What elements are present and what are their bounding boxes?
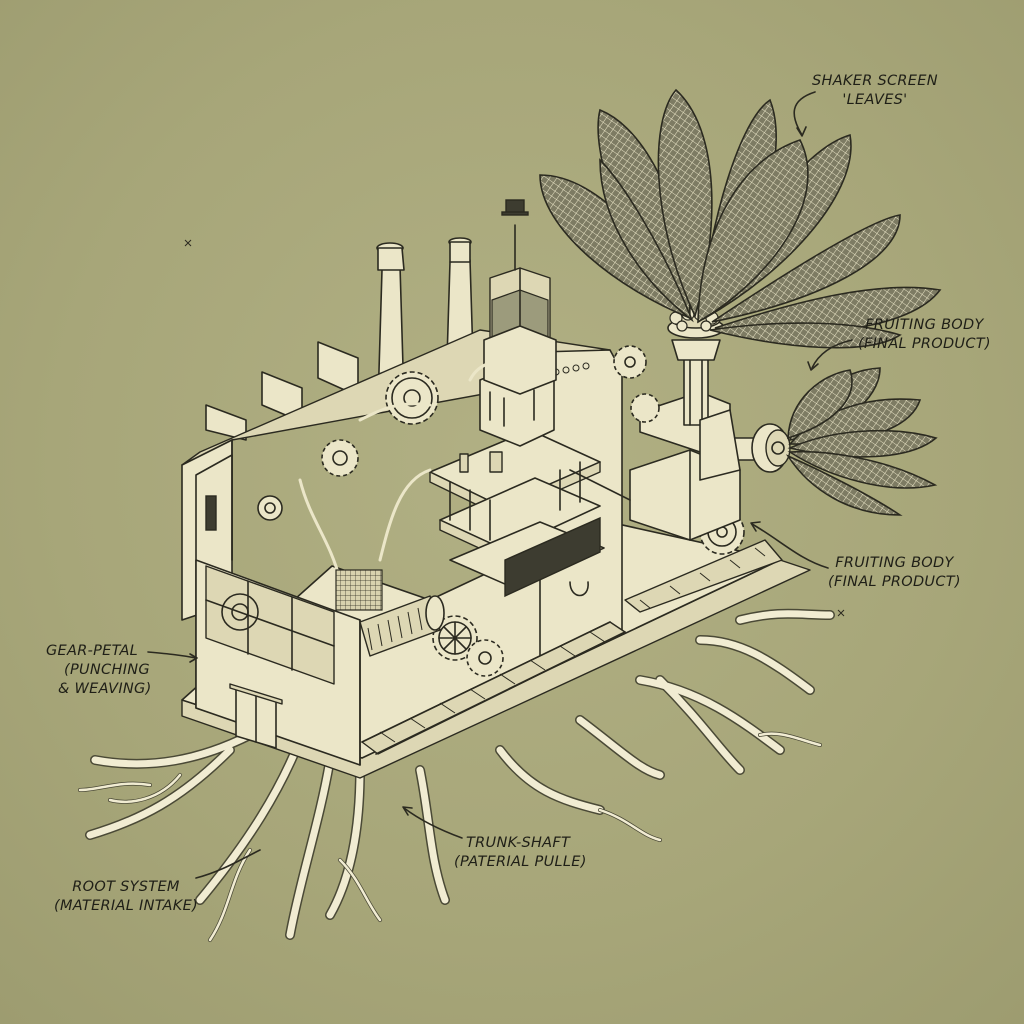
gear [432, 615, 478, 661]
label-gear-petal-line2: (PUNCHING [64, 662, 150, 678]
label-shaker-screen-line2: 'LEAVES' [842, 92, 908, 108]
factory-door[interactable] [229, 683, 283, 749]
trunk-shaft [667, 307, 791, 481]
label-fruiting-body-bottom-line2: (FINAL PRODUCT) [828, 574, 961, 590]
conveyor-belt [624, 539, 783, 613]
roller-spool [359, 595, 445, 657]
woven-mesh-block [335, 569, 383, 611]
label-gear-petal: GEAR-PETAL (PUNCHING & WEAVING) [46, 642, 152, 699]
shaker-screen-leaves [539, 88, 942, 349]
label-gear-petal-line3: & WEAVING) [58, 681, 152, 697]
gear [385, 371, 439, 425]
label-root-system-line1: ROOT SYSTEM [72, 879, 180, 895]
registration-mark [837, 609, 845, 617]
label-fruiting-body-top-line1: FRUITING BODY [865, 317, 984, 333]
label-root-system-line2: (MATERIAL INTAKE) [54, 898, 199, 914]
conveyor-belt [361, 621, 626, 755]
registration-mark [184, 239, 192, 247]
label-fruiting-body-bottom: FRUITING BODY (FINAL PRODUCT) [828, 554, 961, 592]
label-root-system: ROOT SYSTEM (MATERIAL INTAKE) [54, 878, 198, 916]
label-fruiting-body-top-line2: (FINAL PRODUCT) [858, 336, 991, 352]
label-trunk-shaft-line1: TRUNK-SHAFT [466, 835, 571, 851]
interior-machinery [257, 199, 783, 755]
label-trunk-shaft-line2: (PATERIAL PULLE) [454, 854, 587, 870]
label-shaker-screen-line1: SHAKER SCREEN [812, 73, 938, 89]
gear [466, 639, 504, 677]
label-shaker-screen: SHAKER SCREEN 'LEAVES' [812, 72, 938, 110]
hook [569, 581, 589, 597]
label-trunk-shaft: TRUNK-SHAFT (PATERIAL PULLE) [454, 834, 587, 872]
label-fruiting-body-top: FRUITING BODY (FINAL PRODUCT) [858, 316, 991, 354]
fruiting-body-flower [785, 367, 938, 516]
side-window [205, 495, 217, 531]
callout-arrows [147, 91, 853, 879]
gear [321, 439, 359, 477]
factory-window [205, 565, 335, 685]
gear [257, 495, 283, 521]
label-gear-petal-line1: GEAR-PETAL [46, 643, 139, 659]
press-machine [429, 199, 605, 598]
label-fruiting-body-bottom-line1: FRUITING BODY [835, 555, 954, 571]
root-system [78, 608, 835, 942]
